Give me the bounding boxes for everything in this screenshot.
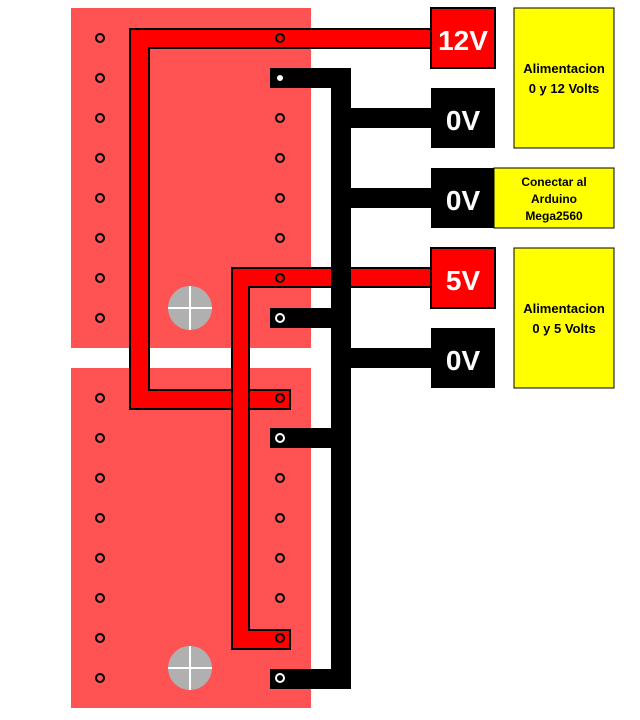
note-supply-12v-line1: Alimentacion [523,61,605,76]
wire-gnd-top-pin2 [270,308,351,328]
pin-hole [95,233,105,243]
pin-hole [95,473,105,483]
terminal-0v-arduino: 0V [431,168,495,228]
terminal-0v-a: 0V [431,88,495,148]
wire-gnd-to-0v-a [331,108,431,128]
note-supply-12v: Alimentacion 0 y 12 Volts [513,7,615,149]
pin-hole [95,433,105,443]
mount-screw-bottom [168,646,212,690]
wires-ground [270,68,431,689]
mount-screw-top [168,286,212,330]
wire-gnd-to-0v-arduino [331,188,431,208]
pin-hole [95,113,105,123]
pin-hole [95,153,105,163]
terminal-5v: 5V [430,247,496,309]
terminal-5v-label: 5V [446,265,481,296]
pin-hole [95,513,105,523]
pin-holes [95,33,285,683]
pin-hole [95,193,105,203]
wire-end-holes [275,33,285,683]
pin-hole [275,113,285,123]
note-arduino: Conectar al Arduino Mega2560 [493,167,615,229]
note-supply-5v: Alimentacion 0 y 5 Volts [513,247,615,389]
pin-hole [275,553,285,563]
pin-hole [275,513,285,523]
wire-gnd-bus [331,68,351,689]
terminal-0v-a-label: 0V [446,105,481,136]
note-supply-5v-line1: Alimentacion [523,301,605,316]
wire-gnd-top-pin1 [270,68,351,88]
note-arduino-line1: Conectar al [521,175,586,189]
terminal-0v-b: 0V [431,328,495,388]
note-arduino-line3: Mega2560 [525,209,583,223]
wire-gnd-bottom-pin2 [270,669,351,689]
pin-hole [275,193,285,203]
pin-hole [95,673,105,683]
pin-hole [275,593,285,603]
pin-hole [95,273,105,283]
terminal-0v-arduino-label: 0V [446,185,481,216]
pin-hole [95,393,105,403]
pin-hole [95,73,105,83]
terminal-12v-label: 12V [438,25,488,56]
pin-hole [275,473,285,483]
note-arduino-line2: Arduino [531,192,577,206]
note-supply-5v-line2: 0 y 5 Volts [532,321,595,336]
pin-hole [95,553,105,563]
wire-gnd-bottom-pin1 [270,428,331,448]
pin-hole [95,593,105,603]
note-supply-12v-line2: 0 y 12 Volts [529,81,600,96]
pin-hole [95,313,105,323]
pin-hole [275,153,285,163]
terminal-12v: 12V [430,7,496,69]
wire-gnd-to-0v-b [331,348,431,368]
pin-hole [275,233,285,243]
pin-hole [95,633,105,643]
pin-hole [95,33,105,43]
terminal-0v-b-label: 0V [446,345,481,376]
